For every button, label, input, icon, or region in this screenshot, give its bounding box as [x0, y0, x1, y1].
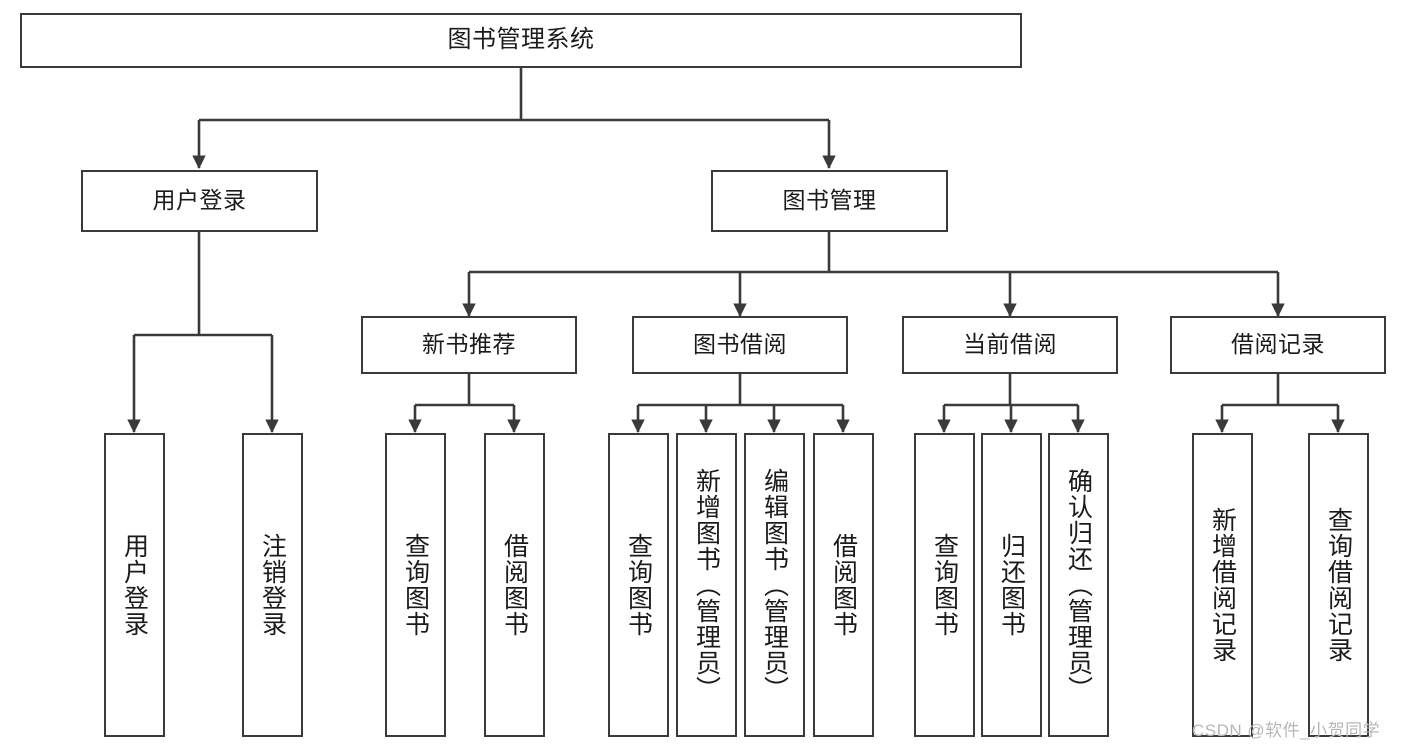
node-new-book-recommend[interactable]: 新书推荐 [361, 316, 577, 374]
leaf-confirm-return[interactable]: 确认归还（管理员） [1048, 433, 1109, 737]
leaf-query-borrow-record[interactable]: 查询借阅记录 [1308, 433, 1369, 737]
leaf-borrow-book-2-label: 借阅图书 [829, 533, 858, 637]
leaf-user-logout[interactable]: 注销登录 [242, 433, 303, 737]
node-book-manage[interactable]: 图书管理 [711, 170, 948, 232]
leaf-add-borrow-record-label: 新增借阅记录 [1208, 507, 1237, 663]
node-user-login-label: 用户登录 [152, 187, 247, 214]
leaf-query-book-1[interactable]: 查询图书 [385, 433, 446, 737]
leaf-return-book[interactable]: 归还图书 [981, 433, 1042, 737]
leaf-edit-book[interactable]: 编辑图书（管理员） [744, 433, 805, 737]
leaf-add-borrow-record[interactable]: 新增借阅记录 [1192, 433, 1253, 737]
leaf-return-book-label: 归还图书 [997, 533, 1026, 637]
leaf-user-login[interactable]: 用户登录 [104, 433, 165, 737]
leaf-borrow-book-1-label: 借阅图书 [500, 533, 529, 637]
leaf-query-borrow-record-label: 查询借阅记录 [1324, 507, 1353, 663]
node-root-label: 图书管理系统 [447, 26, 595, 54]
node-root[interactable]: 图书管理系统 [20, 13, 1022, 68]
node-user-login[interactable]: 用户登录 [81, 170, 318, 232]
leaf-add-book-label: 新增图书（管理员） [692, 468, 721, 702]
leaf-query-book-3[interactable]: 查询图书 [914, 433, 975, 737]
leaf-query-book-1-label: 查询图书 [401, 533, 430, 637]
leaf-query-book-2[interactable]: 查询图书 [608, 433, 669, 737]
node-current-borrow-label: 当前借阅 [963, 331, 1057, 358]
leaf-add-book[interactable]: 新增图书（管理员） [676, 433, 737, 737]
node-borrow-record-label: 借阅记录 [1231, 331, 1325, 358]
csdn-watermark: CSDN @软件_小贺同学 [1192, 721, 1381, 740]
leaf-query-book-2-label: 查询图书 [624, 533, 653, 637]
node-book-manage-label: 图书管理 [782, 187, 877, 214]
node-new-book-recommend-label: 新书推荐 [422, 331, 516, 358]
leaf-query-book-3-label: 查询图书 [930, 533, 959, 637]
leaf-confirm-return-label: 确认归还（管理员） [1064, 468, 1093, 702]
node-book-borrow[interactable]: 图书借阅 [632, 316, 848, 374]
node-book-borrow-label: 图书借阅 [693, 331, 787, 358]
leaf-user-login-label: 用户登录 [120, 533, 149, 637]
leaf-borrow-book-2[interactable]: 借阅图书 [813, 433, 874, 737]
node-current-borrow[interactable]: 当前借阅 [902, 316, 1118, 374]
node-borrow-record[interactable]: 借阅记录 [1170, 316, 1386, 374]
leaf-edit-book-label: 编辑图书（管理员） [760, 468, 789, 702]
leaf-borrow-book-1[interactable]: 借阅图书 [484, 433, 545, 737]
leaf-user-logout-label: 注销登录 [258, 533, 287, 637]
